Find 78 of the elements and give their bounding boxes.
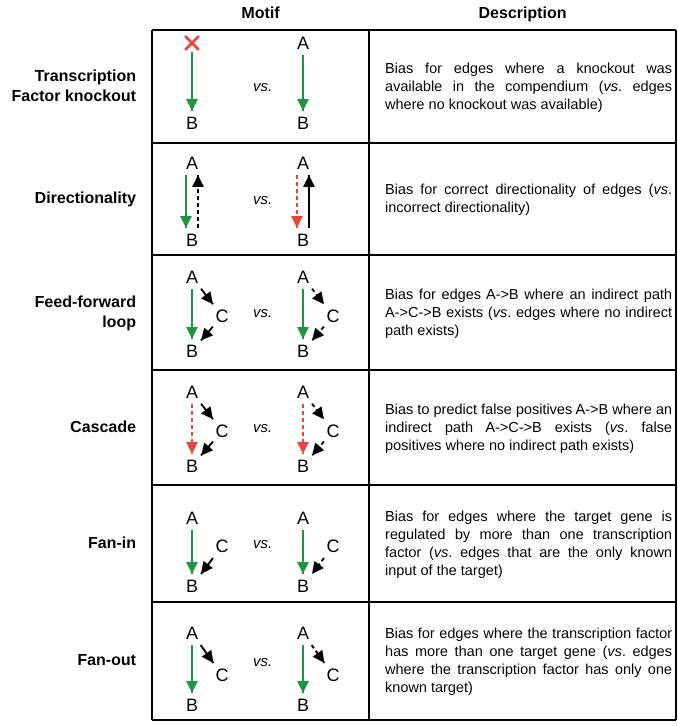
gene-label: A: [184, 382, 200, 402]
vs-label: vs.: [253, 304, 272, 321]
description-text: Bias for edges where the transcription factor has more than one target gene (vs. edges where the transcription factor has only one known target): [385, 625, 672, 697]
arrow: [200, 288, 214, 305]
gene-label: C: [325, 665, 341, 685]
arrow: [200, 326, 214, 342]
arrow: [303, 175, 315, 228]
gene-label: C: [214, 665, 230, 685]
gene-label: B: [295, 456, 311, 476]
arrow: [180, 175, 192, 228]
gene-label: C: [214, 536, 230, 556]
description-text: Bias for edges A->B where an indirect path A->C->B exists (vs. edges where no indirect path exists): [385, 286, 672, 340]
gene-label: A: [184, 508, 200, 528]
vs-label: vs.: [253, 652, 272, 670]
gene-label: C: [214, 306, 230, 326]
gene-label: A: [295, 508, 311, 528]
arrow: [200, 557, 214, 575]
arrow: [297, 530, 309, 574]
arrow: [200, 403, 214, 420]
arrow: [186, 289, 198, 339]
gene-label: A: [295, 267, 311, 287]
gene-label: B: [295, 230, 311, 250]
arrow: [186, 404, 198, 454]
arrow: [291, 175, 303, 228]
column-header: Description: [477, 5, 568, 23]
gene-label: C: [325, 536, 341, 556]
gene-label: B: [184, 113, 200, 133]
knockout-cross-icon: [184, 35, 200, 51]
vs-label: vs.: [253, 78, 272, 95]
row-label: Feed-forward loop: [34, 292, 136, 332]
gene-label: A: [184, 267, 200, 287]
vs-label: vs.: [253, 419, 272, 436]
gene-label: B: [184, 576, 200, 596]
arrow: [186, 645, 198, 693]
column-header: Motif: [240, 5, 281, 23]
arrow: [192, 175, 204, 228]
gene-label: B: [184, 341, 200, 361]
vs-label: vs.: [253, 535, 272, 552]
description-text: Bias for edges where the target gene is regulated by more than one transcription factor (vs. edges that are the only known input of the target): [385, 508, 672, 580]
arrow: [200, 644, 214, 664]
vs-label: vs.: [253, 190, 272, 208]
gene-label: A: [295, 382, 311, 402]
gene-label: B: [184, 230, 200, 250]
arrow: [311, 557, 325, 575]
gene-label: A: [295, 33, 311, 53]
description-text: Bias to predict false positives A->B where an indirect path A->C->B exists (vs. false positives where no indirect path exists): [385, 400, 672, 454]
arrow: [311, 326, 325, 342]
gene-label: A: [184, 623, 200, 643]
gene-label: B: [295, 113, 311, 133]
row-label: Fan-out: [76, 651, 136, 671]
description-text: Bias for correct directionality of edges (vs. incorrect directionality): [385, 181, 672, 217]
description-text: Bias for edges where a knockout was available in the compendium (vs. edges where no knockout was available): [385, 60, 672, 114]
arrow: [311, 440, 325, 456]
arrow: [186, 52, 198, 111]
row-label: Directionality: [34, 189, 136, 209]
gene-label: C: [325, 421, 341, 441]
gene-label: B: [184, 456, 200, 476]
arrow: [297, 404, 309, 454]
gene-label: C: [214, 421, 230, 441]
arrow: [311, 403, 325, 420]
row-label: Transcription Factor knockout: [10, 66, 136, 106]
gene-label: B: [295, 695, 311, 715]
arrow: [297, 289, 309, 339]
gene-label: A: [295, 153, 311, 173]
arrow: [297, 645, 309, 693]
row-label: Cascade: [69, 418, 136, 438]
arrow: [200, 440, 214, 456]
arrow: [310, 644, 326, 664]
gene-label: A: [184, 153, 200, 173]
gene-label: B: [295, 576, 311, 596]
arrow: [297, 55, 309, 111]
gene-label: B: [295, 341, 311, 361]
arrow: [311, 288, 325, 305]
gene-label: C: [325, 306, 341, 326]
row-label: Fan-in: [87, 534, 136, 554]
arrow: [186, 530, 198, 574]
gene-label: B: [184, 695, 200, 715]
gene-label: A: [295, 623, 311, 643]
